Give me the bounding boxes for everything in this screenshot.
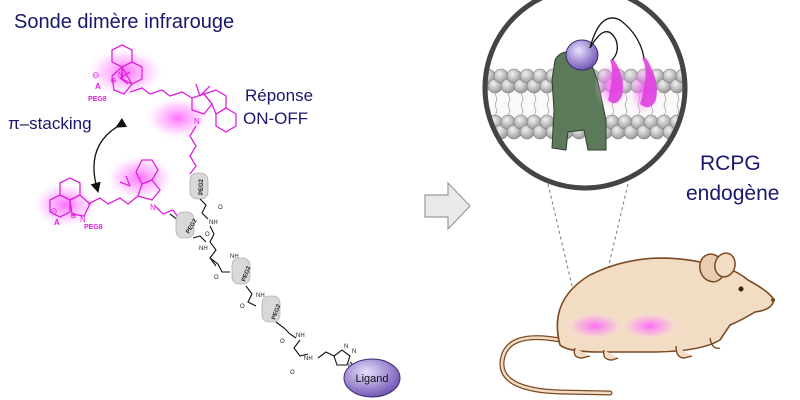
peg2-label: PEG2 — [241, 265, 252, 283]
mouse — [499, 252, 775, 396]
probe-tether — [589, 31, 618, 61]
triazole-nitrogen: N — [352, 349, 356, 355]
response-label-line2: ON-OFF — [243, 109, 308, 128]
fluorescence-spot — [565, 312, 625, 340]
lipid-tail — [507, 92, 511, 117]
zoom-line — [593, 183, 629, 329]
oxygen-label: O — [205, 232, 210, 238]
negative-charge: ⊖ — [50, 206, 58, 216]
nh-label: NH — [256, 293, 265, 299]
process-arrow — [424, 181, 471, 231]
nh-label: NH — [296, 333, 305, 339]
lipid-tail — [690, 93, 692, 116]
nh-label: NH — [230, 254, 239, 260]
nh-label: NH — [199, 246, 208, 252]
peg8-label: PEG8 — [88, 96, 107, 103]
lipid-head — [689, 125, 703, 139]
probe-tether — [589, 17, 645, 59]
oxygen-label: O — [214, 275, 219, 281]
linker-backbone: PEG2 NH O PEG2 NH O O NH PEG2 NH O PEG2 … — [169, 172, 357, 376]
ligand-sphere: Ligand — [343, 358, 401, 398]
receptor-label-line2: endogène — [686, 182, 779, 205]
lipid-tail — [546, 92, 550, 117]
counterion: A — [95, 82, 101, 91]
membrane-magnifier — [482, 0, 703, 191]
lipid-head — [689, 69, 703, 83]
ligand-label: Ligand — [355, 373, 388, 385]
nitrogen-label: N — [118, 71, 124, 80]
peg8-label: PEG8 — [84, 224, 103, 231]
response-label-line1: Réponse — [245, 86, 313, 105]
zoom-line — [547, 183, 583, 329]
lower-cyanine-dye: N N ⊕ ⊖ A PEG8 — [31, 154, 181, 231]
oxygen-label: O — [240, 304, 245, 310]
lipid-tail — [494, 92, 498, 117]
lipid-head — [682, 114, 685, 130]
negative-charge: ⊖ — [92, 70, 100, 80]
title: Sonde dimère infrarouge — [14, 11, 234, 33]
lipid-tail — [676, 92, 680, 117]
nitrogen-label: N — [80, 215, 86, 224]
peg2-label: PEG2 — [271, 303, 282, 321]
oxygen-label: O — [280, 339, 285, 345]
triazole-nitrogen: N — [344, 344, 348, 350]
counterion: A — [54, 218, 60, 227]
lipid-tail — [520, 92, 524, 117]
pi-stacking-label: π–stacking — [8, 114, 92, 133]
positive-charge: ⊕ — [110, 76, 117, 85]
positive-charge: ⊕ — [70, 211, 77, 220]
nitrogen-label: N — [194, 117, 200, 126]
fluorescence-spot — [620, 312, 680, 340]
lipid-tail — [533, 92, 537, 117]
receptor-label-line1: RCPG — [700, 152, 761, 175]
dye-in-membrane — [608, 60, 623, 104]
dye-in-membrane — [640, 58, 657, 108]
nitrogen-label: N — [150, 203, 156, 212]
nh-label: NH — [209, 220, 218, 226]
oxygen-label: O — [218, 205, 223, 211]
peg2-label: PEG2 — [199, 178, 205, 195]
lipid-tail — [663, 92, 667, 117]
bound-ligand — [565, 39, 599, 71]
upper-cyanine-dye: N N ⊕ ⊖ A PEG8 — [85, 44, 237, 175]
oxygen-label: O — [290, 370, 295, 376]
stacking-arrow — [90, 117, 128, 194]
nh-label: NH — [304, 356, 313, 362]
